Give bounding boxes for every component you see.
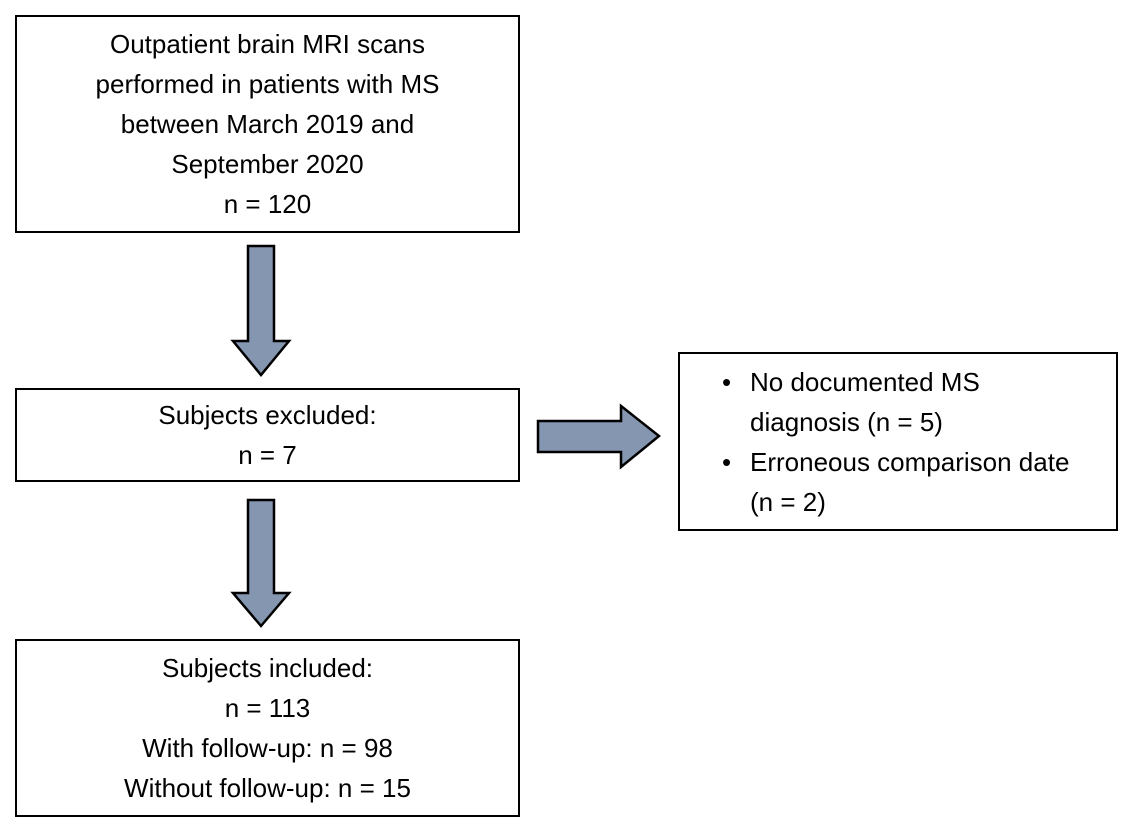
top-box-line-1: Outpatient brain MRI scans (109, 29, 426, 59)
excluded-box-count: n = 7 (238, 440, 297, 470)
right-arrow-icon (536, 403, 661, 470)
exclusion-reasons-box: No documented MS diagnosis (n = 5) Erron… (678, 352, 1118, 531)
included-box-without-followup: Without follow-up: n = 15 (124, 773, 411, 803)
top-box-line-2: performed in patients with MS (95, 69, 440, 99)
included-box-label: Subjects included: (161, 653, 374, 683)
included-box-count: n = 113 (224, 693, 311, 723)
top-box-outpatient-scans: Outpatient brain MRI scans performed in … (15, 15, 520, 233)
excluded-box-label: Subjects excluded: (158, 400, 377, 430)
included-box: Subjects included: n = 113 With follow-u… (15, 639, 520, 817)
included-box-with-followup: With follow-up: n = 98 (142, 733, 393, 763)
top-box-line-4: September 2020 (171, 149, 364, 179)
exclusion-reasons-list: No documented MS diagnosis (n = 5) Erron… (680, 362, 1116, 522)
exclusion-reason-item: Erroneous comparison date (n = 2) (722, 442, 1070, 522)
exclusion-reason-item: No documented MS diagnosis (n = 5) (722, 362, 1070, 442)
excluded-box: Subjects excluded: n = 7 (15, 388, 520, 482)
down-arrow-icon (230, 244, 292, 377)
down-arrow-icon (230, 498, 292, 628)
top-box-count: n = 120 (223, 189, 312, 219)
top-box-line-3: between March 2019 and (120, 109, 415, 139)
